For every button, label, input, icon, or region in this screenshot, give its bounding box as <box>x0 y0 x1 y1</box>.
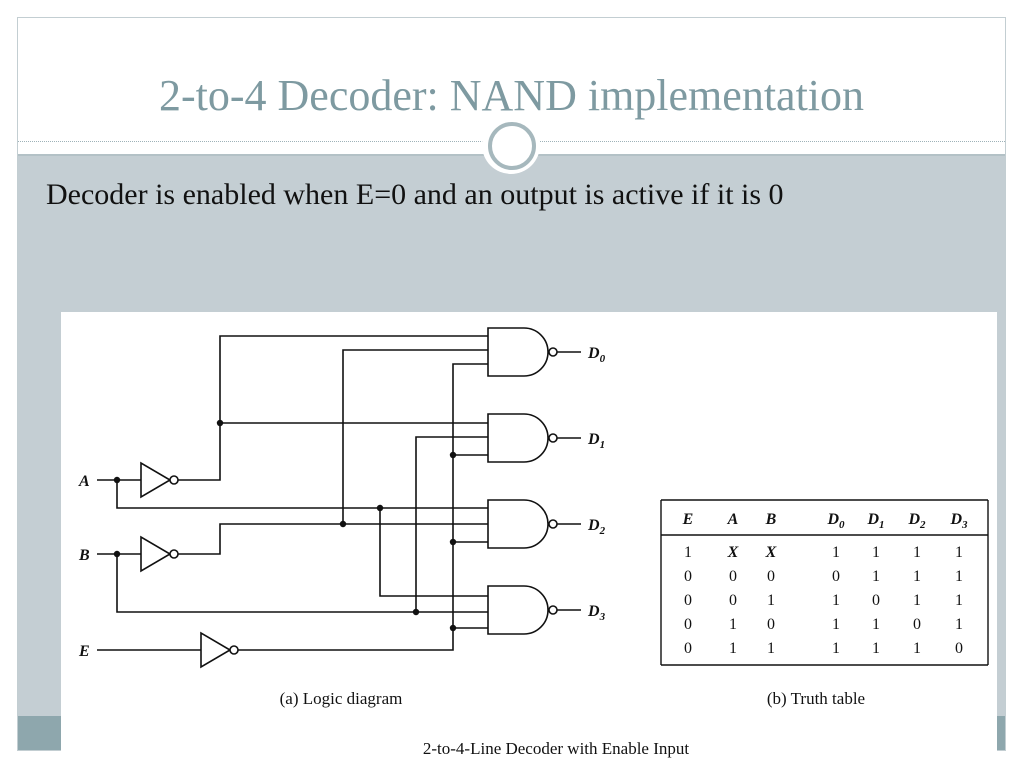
truth-table-cell: 0 <box>767 568 775 585</box>
truth-table-cell: 1 <box>872 544 880 561</box>
nand-gate-d0-icon <box>487 327 549 377</box>
truth-table-cell: 1 <box>955 544 963 561</box>
wire-a-true <box>116 480 488 509</box>
truth-table-cell: 1 <box>684 544 692 561</box>
output-label-d3: D3 <box>587 603 606 623</box>
inverter-gates <box>140 461 239 669</box>
figure-caption: 2-to-4-Line Decoder with Enable Input <box>423 739 690 758</box>
truth-table-cell: 1 <box>955 616 963 633</box>
truth-table-header: E <box>682 511 694 528</box>
inverter-a-bubble <box>169 475 179 485</box>
decoder-figure-svg: A B E D0 D1 D2 D3 EABD0D1D2D31XX11110000… <box>78 327 989 758</box>
slide-body-text: Decoder is enabled when E=0 and an outpu… <box>46 178 784 211</box>
truth-table-cell: 0 <box>872 592 880 609</box>
wire-a-true-d3 <box>379 508 488 597</box>
truth-table-cell: 0 <box>832 568 840 585</box>
truth-table-header: D1 <box>866 511 884 531</box>
wire-b-true-d1 <box>415 436 488 612</box>
truth-table-cell: 1 <box>913 568 921 585</box>
truth-table-cell: 1 <box>832 544 840 561</box>
truth-table-cell: 1 <box>729 616 737 633</box>
truth-table-cell: 0 <box>684 616 692 633</box>
wire-e-not <box>238 363 488 651</box>
inverter-e-bubble <box>229 645 239 655</box>
truth-table-cell: 1 <box>872 640 880 657</box>
truth-table-header: B <box>765 511 777 528</box>
inverter-e-icon <box>200 631 232 669</box>
truth-table-header: D3 <box>949 511 968 531</box>
truth-table-cell: 1 <box>832 640 840 657</box>
truth-table-header: D2 <box>907 511 926 531</box>
inverter-b-bubble <box>169 549 179 559</box>
inverter-a-icon <box>140 461 172 499</box>
wire-a-not <box>178 335 488 481</box>
truth-table-cell: 1 <box>913 592 921 609</box>
truth-table-cell: X <box>765 544 777 561</box>
wire-b-true <box>116 554 488 613</box>
output-label-d0: D0 <box>587 345 606 365</box>
slide-title: 2-to-4 Decoder: NAND implementation <box>158 71 865 120</box>
truth-table-cell: 1 <box>872 568 880 585</box>
truth-table-cell: 1 <box>767 640 775 657</box>
wire-e-branches <box>453 454 488 629</box>
logic-diagram-caption: (a) Logic diagram <box>280 689 403 708</box>
truth-table-cells: E A B D0 D1 D2 D3 1 X X 1 1 1 1 0 0 0 0 1 1 1 0 0 1 1 0 1 1 0 1 0 1 1 0 1 0… <box>682 511 968 657</box>
wiring <box>97 335 581 651</box>
truth-table-cell: 1 <box>872 616 880 633</box>
truth-table-cell: 0 <box>955 640 963 657</box>
output-wires <box>557 351 581 611</box>
truth-table-header: D0 <box>826 511 845 531</box>
input-label-e: E <box>78 643 90 660</box>
wire-b-not-d0 <box>342 349 488 524</box>
nand-gate-d1-icon <box>487 413 549 463</box>
nand-gate-d2-icon <box>487 499 549 549</box>
truth-table-cell: 1 <box>955 592 963 609</box>
input-label-b: B <box>78 547 90 564</box>
truth-table-cell: 1 <box>913 544 921 561</box>
truth-table-cell: 1 <box>955 568 963 585</box>
inverter-b-icon <box>140 535 172 573</box>
truth-table-cell: 1 <box>767 592 775 609</box>
truth-table-cell: 0 <box>913 616 921 633</box>
truth-table-cell: 1 <box>913 640 921 657</box>
truth-table-cell: 1 <box>832 616 840 633</box>
truth-table-cell: 0 <box>767 616 775 633</box>
nand-gate-d3-icon <box>487 585 549 635</box>
truth-table-cell: 0 <box>729 592 737 609</box>
output-label-d1: D1 <box>587 431 605 451</box>
nand-gates <box>487 327 558 635</box>
junction-dots <box>113 419 457 632</box>
output-label-d2: D2 <box>587 517 606 537</box>
input-label-a: A <box>78 473 90 490</box>
wire-b-not <box>178 523 488 555</box>
truth-table-cell: 0 <box>684 592 692 609</box>
truth-table: E A B D0 D1 D2 D3 1 X X 1 1 1 1 0 0 0 0 1 1 1 0 0 1 1 0 1 1 0 1 0 1 1 0 1 0… <box>660 499 989 666</box>
truth-table-header: A <box>727 511 739 528</box>
truth-table-caption: (b) Truth table <box>767 689 865 708</box>
truth-table-cell: 0 <box>684 568 692 585</box>
truth-table-cell: 0 <box>684 640 692 657</box>
logic-diagram <box>97 327 581 669</box>
truth-table-cell: 0 <box>729 568 737 585</box>
truth-table-cell: 1 <box>729 640 737 657</box>
truth-table-cell: 1 <box>832 592 840 609</box>
divider-ring-icon <box>488 122 536 170</box>
truth-table-cell: X <box>727 544 739 561</box>
